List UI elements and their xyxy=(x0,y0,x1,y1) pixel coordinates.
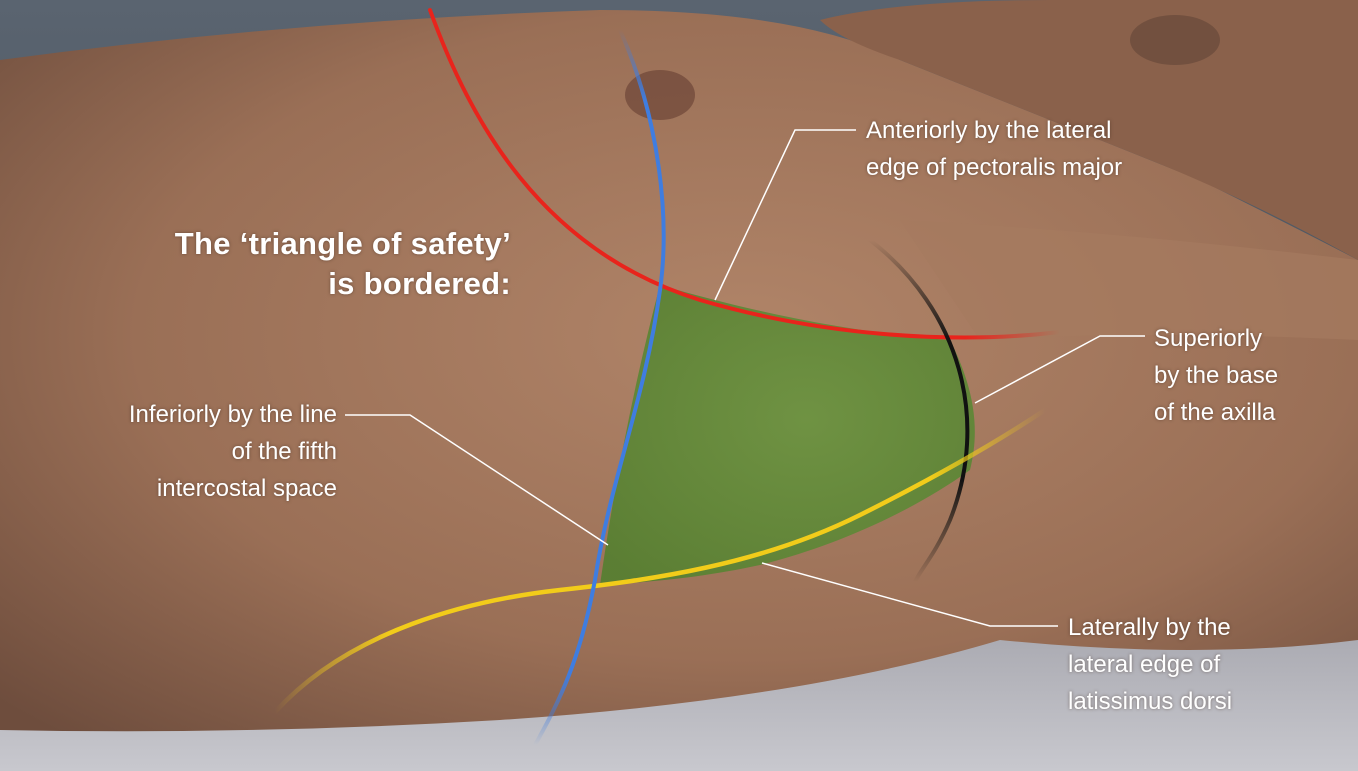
label-line: edge of pectoralis major xyxy=(866,149,1122,186)
label-line: by the base xyxy=(1154,357,1278,394)
label-line: intercostal space xyxy=(60,470,337,507)
title-line-2: is bordered: xyxy=(96,264,511,304)
label-anterior-border: Anteriorly by the lateral edge of pector… xyxy=(866,112,1122,186)
label-line: latissimus dorsi xyxy=(1068,683,1232,720)
diagram-title: The ‘triangle of safety’ is bordered: xyxy=(96,224,511,304)
label-line: Laterally by the xyxy=(1068,609,1232,646)
title-line-1: The ‘triangle of safety’ xyxy=(96,224,511,264)
label-superior-border: Superiorly by the base of the axilla xyxy=(1154,320,1278,431)
label-inferior-border: Inferiorly by the line of the fifth inte… xyxy=(60,396,337,507)
label-line: of the fifth xyxy=(60,433,337,470)
label-lateral-border: Laterally by the lateral edge of latissi… xyxy=(1068,609,1232,720)
label-line: Inferiorly by the line xyxy=(60,396,337,433)
label-line: Superiorly xyxy=(1154,320,1278,357)
label-line: of the axilla xyxy=(1154,394,1278,431)
nipple xyxy=(625,70,695,120)
label-line: lateral edge of xyxy=(1068,646,1232,683)
ear xyxy=(1130,15,1220,65)
label-line: Anteriorly by the lateral xyxy=(866,112,1122,149)
